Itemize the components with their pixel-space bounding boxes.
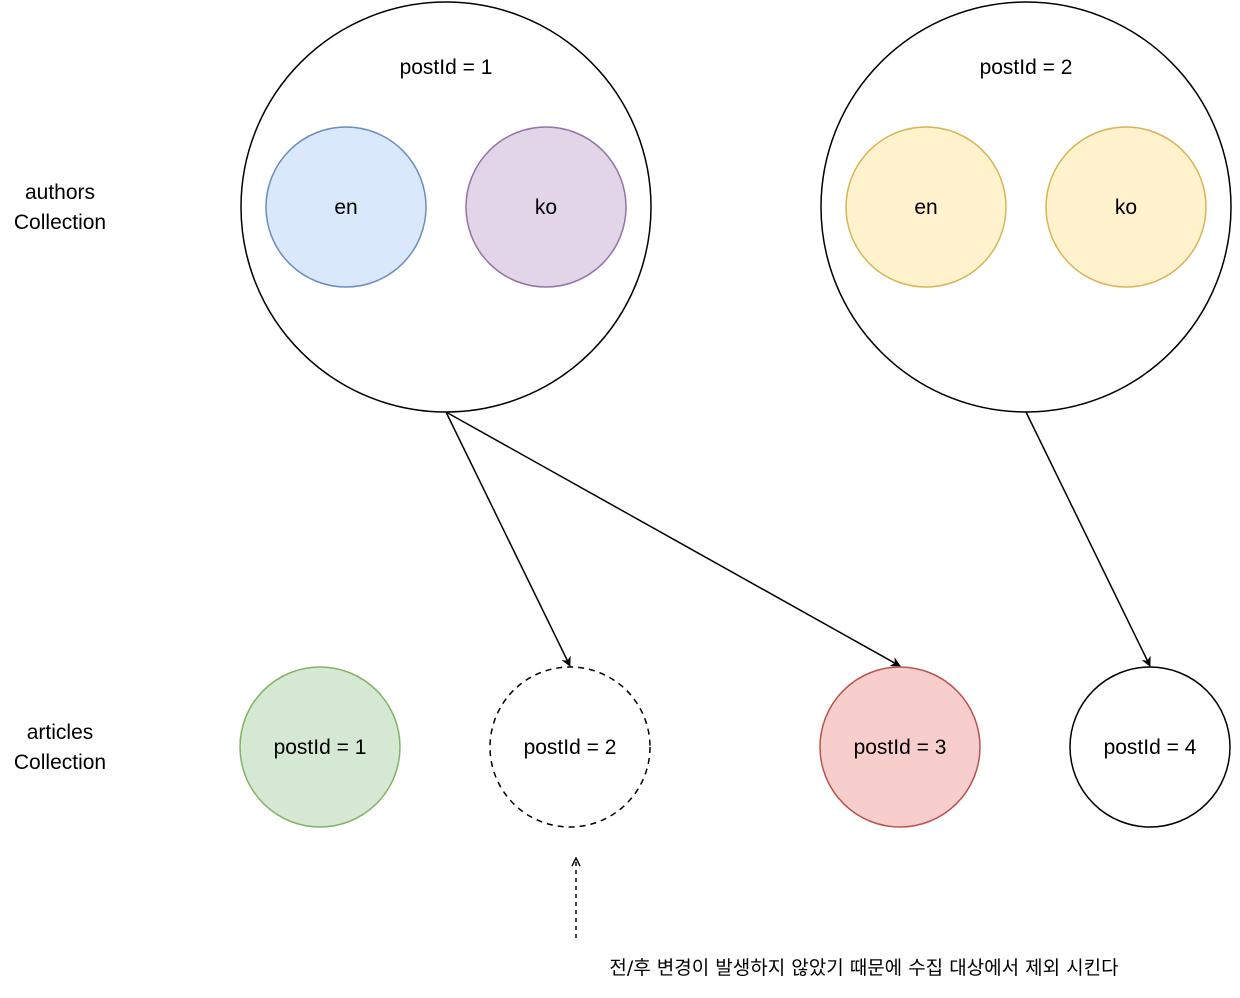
article-2-label: postId = 2: [524, 736, 617, 759]
edge-author-2-to-article-4: [1025, 411, 1151, 667]
author-1-en-circle[interactable]: [266, 127, 426, 287]
article-1-outline: [239, 666, 401, 828]
author-1-ko-circle[interactable]: [466, 127, 626, 287]
author-postId-1-label: postId = 1: [400, 56, 493, 79]
article-4-label: postId = 4: [1104, 736, 1197, 759]
author-2-ko-outline: [1045, 126, 1207, 288]
articles-label-line-2: Collection: [14, 751, 106, 774]
author-1-lang-ko[interactable]: ko: [465, 126, 627, 288]
author-postId-2-circle[interactable]: [820, 1, 1232, 413]
article-4-circle[interactable]: [1070, 667, 1230, 827]
edge-author-1-to-article-3: [445, 411, 901, 667]
author-1-en-label: en: [334, 196, 357, 219]
article-3-circle[interactable]: [820, 667, 980, 827]
article-1-label: postId = 1: [274, 736, 367, 759]
exclusion-note: 전/후 변경이 발생하지 않았기 때문에 수집 대상에서 제외 시킨다: [609, 957, 1118, 979]
article-2-circle[interactable]: [490, 667, 650, 827]
author-postId-2-label: postId = 2: [980, 56, 1073, 79]
author-2-en-label: en: [914, 196, 937, 219]
article-postId-2[interactable]: postId = 2: [489, 666, 651, 828]
author-1-ko-outline: [465, 126, 627, 288]
author-1-en-outline: [265, 126, 427, 288]
articles-label-line-1: articles: [27, 721, 94, 744]
author-1-lang-en[interactable]: en: [265, 126, 427, 288]
article-4-outline: [1069, 666, 1231, 828]
article-1-circle[interactable]: [240, 667, 400, 827]
article-3-outline: [819, 666, 981, 828]
author-1-ko-label: ko: [535, 196, 557, 219]
author-2-en-circle[interactable]: [846, 127, 1006, 287]
article-postId-1[interactable]: postId = 1: [239, 666, 401, 828]
author-2-ko-label: ko: [1115, 196, 1137, 219]
authors-collection-label: authors Collection: [14, 181, 106, 234]
edge-author-1-to-article-2: [445, 411, 571, 667]
author-postId-2[interactable]: postId = 2 en ko: [820, 1, 1232, 413]
article-3-label: postId = 3: [854, 736, 947, 759]
author-postId-1[interactable]: postId = 1 en ko: [240, 1, 652, 413]
author-2-lang-ko[interactable]: ko: [1045, 126, 1207, 288]
article-postId-3[interactable]: postId = 3: [819, 666, 981, 828]
author-postId-1-circle[interactable]: [240, 1, 652, 413]
authors-label-line-1: authors: [25, 181, 95, 204]
article-postId-4[interactable]: postId = 4: [1069, 666, 1231, 828]
authors-label-line-2: Collection: [14, 211, 106, 234]
articles-collection-label: articles Collection: [14, 721, 106, 774]
author-2-ko-circle[interactable]: [1046, 127, 1206, 287]
author-2-lang-en[interactable]: en: [845, 126, 1007, 288]
article-2-outline: [489, 666, 651, 828]
author-2-en-outline: [845, 126, 1007, 288]
edges: [445, 411, 1151, 667]
